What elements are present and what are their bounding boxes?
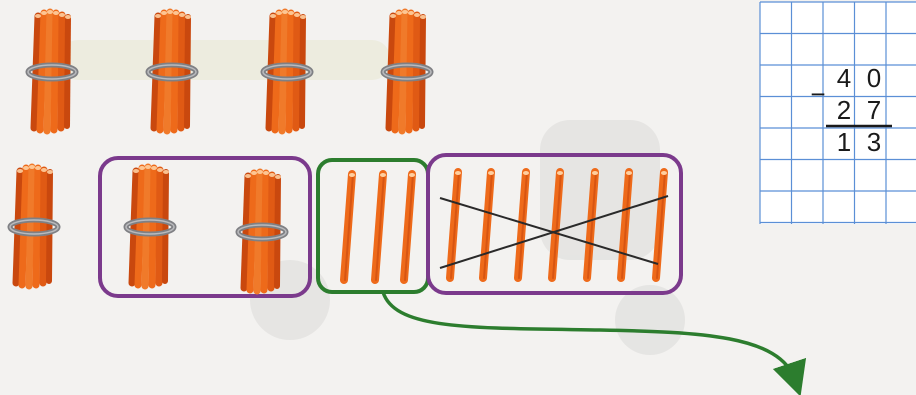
- minuend-tens: 4: [837, 63, 851, 93]
- subtrahend-tens: 2: [837, 95, 851, 125]
- subtrahend-ones: 7: [867, 95, 881, 125]
- result-ones: 3: [867, 127, 881, 157]
- minuend-ones: 0: [867, 63, 881, 93]
- bundle-of-ten-sticks-icon: [263, 10, 311, 131]
- green-group-three-sticks: [318, 160, 428, 292]
- arrow-icon: [383, 292, 795, 380]
- bundle-of-ten-sticks-icon: [28, 10, 76, 131]
- single-stick-icon: [375, 173, 386, 280]
- bundle-of-ten-sticks-icon: [126, 165, 174, 286]
- minus-sign: −: [810, 79, 825, 109]
- single-stick-icon: [483, 171, 494, 278]
- bundle-of-ten-sticks-icon: [238, 170, 286, 291]
- purple-group-two-bundles: [100, 158, 310, 296]
- bundle-of-ten-sticks-icon: [383, 10, 431, 131]
- result-tens: 1: [837, 127, 851, 157]
- bundle-of-ten-sticks-icon: [148, 10, 196, 131]
- single-stick-icon: [344, 173, 355, 280]
- single-stick-icon: [404, 173, 415, 280]
- bundle-of-ten-sticks-icon: [10, 165, 58, 286]
